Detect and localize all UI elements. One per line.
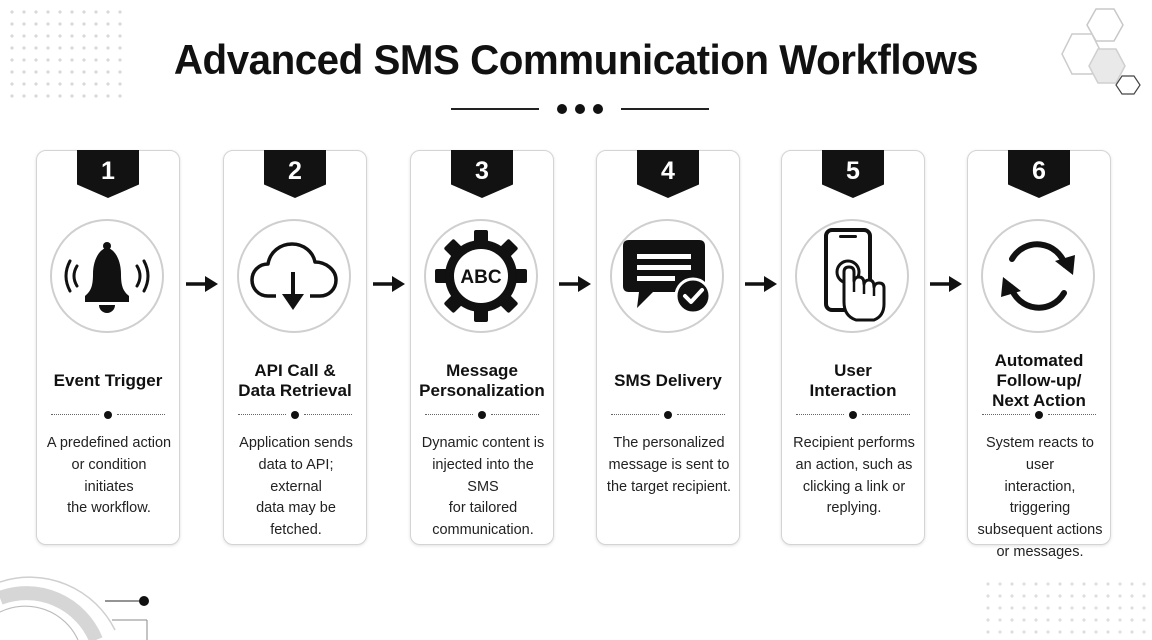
phone-tap-icon — [824, 228, 886, 322]
circuit-decoration — [0, 576, 149, 640]
title-divider-left — [451, 108, 539, 110]
step-card-3: 3 ABC Message Personalization Dynamic co… — [410, 150, 554, 545]
message-check-icon — [623, 240, 712, 315]
step-separator — [238, 411, 352, 419]
step-separator — [611, 411, 725, 419]
icon-container — [237, 219, 351, 333]
step-title: API Call & Data Retrieval — [238, 361, 352, 400]
title-divider-right — [621, 108, 709, 110]
step-description: Application sends data to API; external … — [239, 435, 353, 539]
arrow-right-icon — [373, 276, 405, 292]
cloud-download-icon — [250, 242, 338, 310]
hexagon-decoration — [1061, 8, 1141, 95]
title-divider-dot — [593, 104, 603, 114]
step-separator — [982, 411, 1096, 419]
step-number-badge: 6 — [1008, 150, 1070, 198]
step-description: A predefined action or condition initiat… — [46, 435, 172, 517]
icon-container — [50, 219, 164, 333]
step-title: User Interaction — [809, 361, 897, 400]
step-card-4: 4 SMS Delivery The personalized message … — [596, 150, 740, 545]
dot-pattern-top-left — [6, 6, 126, 98]
gear-abc-icon: ABC — [435, 230, 527, 322]
arrow-right-icon — [745, 276, 777, 292]
step-number-badge: 3 — [451, 150, 513, 198]
step-card-1: 1 Event Trigger A predefined action or c… — [36, 150, 180, 545]
step-card-5: 5 User Interaction Recipient performs an… — [781, 150, 925, 545]
icon-container — [795, 219, 909, 333]
step-description: Dynamic content is injected into the SMS… — [421, 435, 545, 539]
icon-container — [981, 219, 1095, 333]
step-title: Message Personalization — [419, 361, 545, 400]
refresh-cycle-icon — [1001, 241, 1075, 311]
icon-container — [610, 219, 724, 333]
page-title: Advanced SMS Communication Workflows — [173, 36, 979, 83]
step-card-2: 2 API Call & Data Retrieval Application … — [223, 150, 367, 545]
step-card-6: 6 Automated Follow-up/ Next Action Syste… — [967, 150, 1111, 560]
step-description: System reacts to user interaction, trigg… — [977, 435, 1103, 560]
title-divider-dot — [557, 104, 567, 114]
step-separator — [51, 411, 165, 419]
icon-container: ABC — [424, 219, 538, 333]
step-description: Recipient performs an action, such as cl… — [793, 435, 915, 517]
step-title: Event Trigger — [53, 371, 163, 390]
dot-pattern-bottom-right — [982, 578, 1152, 640]
title-divider-dot — [575, 104, 585, 114]
step-separator — [425, 411, 539, 419]
arrow-right-icon — [186, 276, 218, 292]
step-number-badge: 1 — [77, 150, 139, 198]
step-number-badge: 5 — [822, 150, 884, 198]
arrow-right-icon — [559, 276, 591, 292]
step-title: Automated Follow-up/ Next Action — [992, 351, 1086, 410]
arrow-right-icon — [930, 276, 962, 292]
step-separator — [796, 411, 910, 419]
bell-icon — [64, 242, 150, 313]
gear-icon-text: ABC — [460, 267, 501, 288]
step-description: The personalized message is sent to the … — [606, 435, 732, 495]
step-title: SMS Delivery — [614, 371, 722, 390]
step-number-badge: 2 — [264, 150, 326, 198]
step-number-badge: 4 — [637, 150, 699, 198]
